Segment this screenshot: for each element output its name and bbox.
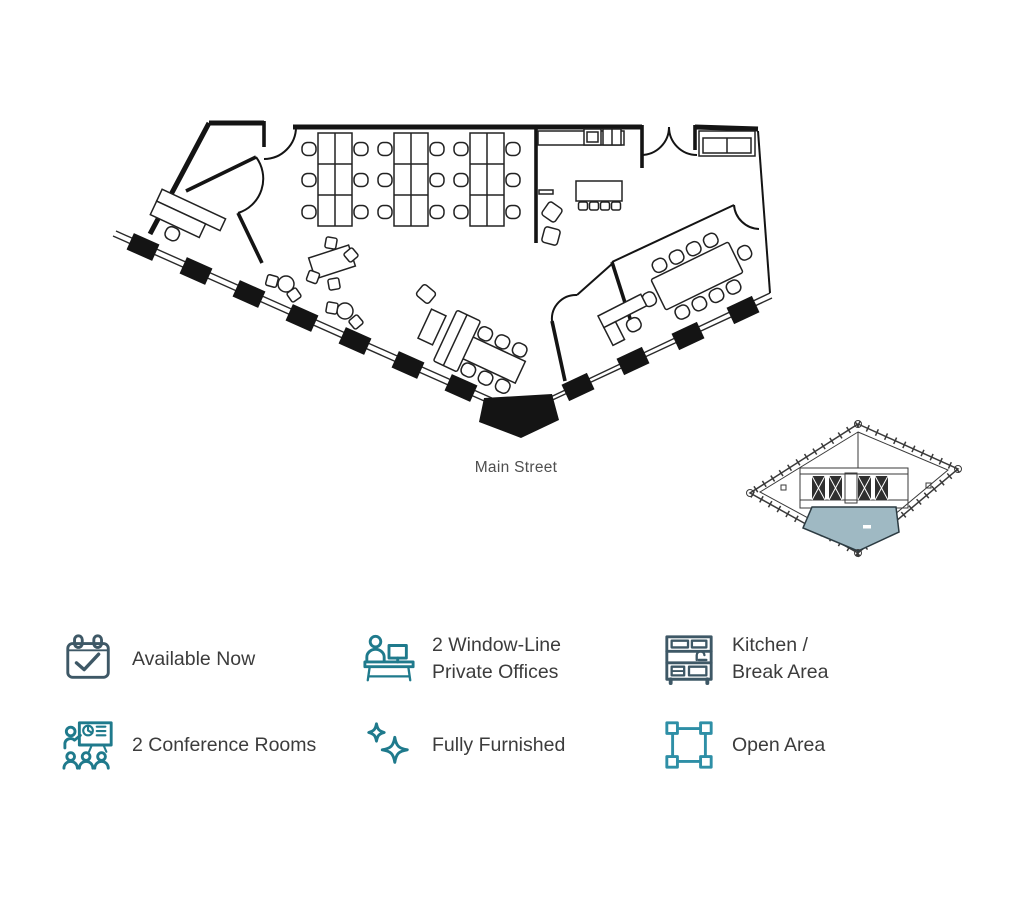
sparkles-icon — [362, 718, 432, 772]
legend-label: Fully Furnished — [432, 733, 566, 756]
workstation-banks — [301, 132, 521, 227]
private-office-2 — [550, 262, 648, 382]
legend-label: Open Area — [732, 733, 826, 756]
selection-square-icon — [662, 718, 732, 772]
entry-double-doors — [640, 126, 698, 156]
kitchen-cabinet-icon — [662, 632, 732, 686]
desk-bank — [301, 132, 369, 227]
floor-plan: Main Street — [112, 120, 965, 558]
desk-bank — [453, 132, 521, 227]
private-office-1 — [149, 155, 265, 264]
legend-item-fully-furnished: Fully Furnished — [362, 718, 662, 772]
person-at-desk-icon — [362, 632, 432, 686]
calendar-check-icon — [62, 632, 132, 686]
main-street-label: Main Street — [475, 459, 558, 476]
kitchen-break-area — [534, 125, 625, 246]
key-plan — [743, 420, 965, 558]
lounge-area — [415, 283, 481, 372]
legend-label: 2 Window-Line Private Offices — [432, 634, 561, 683]
key-plan-core — [780, 472, 932, 504]
legend-item-conference-rooms: 2 Conference Rooms — [62, 718, 362, 772]
legend-label: Available Now — [132, 647, 256, 670]
legend-label: 2 Conference Rooms — [132, 733, 317, 756]
suite-marker — [863, 525, 871, 529]
window-columns — [126, 233, 760, 438]
desk-bank — [377, 132, 445, 227]
cafe-tables — [264, 235, 365, 331]
legend-item-open-area: Open Area — [662, 718, 952, 772]
presentation-meeting-icon — [62, 718, 132, 772]
legend-label: Kitchen / Break Area — [732, 634, 829, 683]
legend-item-private-offices: 2 Window-Line Private Offices — [362, 632, 662, 686]
reception-sofa — [698, 130, 756, 157]
feature-legend: Available Now 2 Window-Line Private Offi… — [62, 618, 952, 786]
legend-item-available-now: Available Now — [62, 632, 362, 686]
key-plan-highlighted-suite — [802, 506, 900, 552]
legend-item-kitchen: Kitchen / Break Area — [662, 632, 952, 686]
